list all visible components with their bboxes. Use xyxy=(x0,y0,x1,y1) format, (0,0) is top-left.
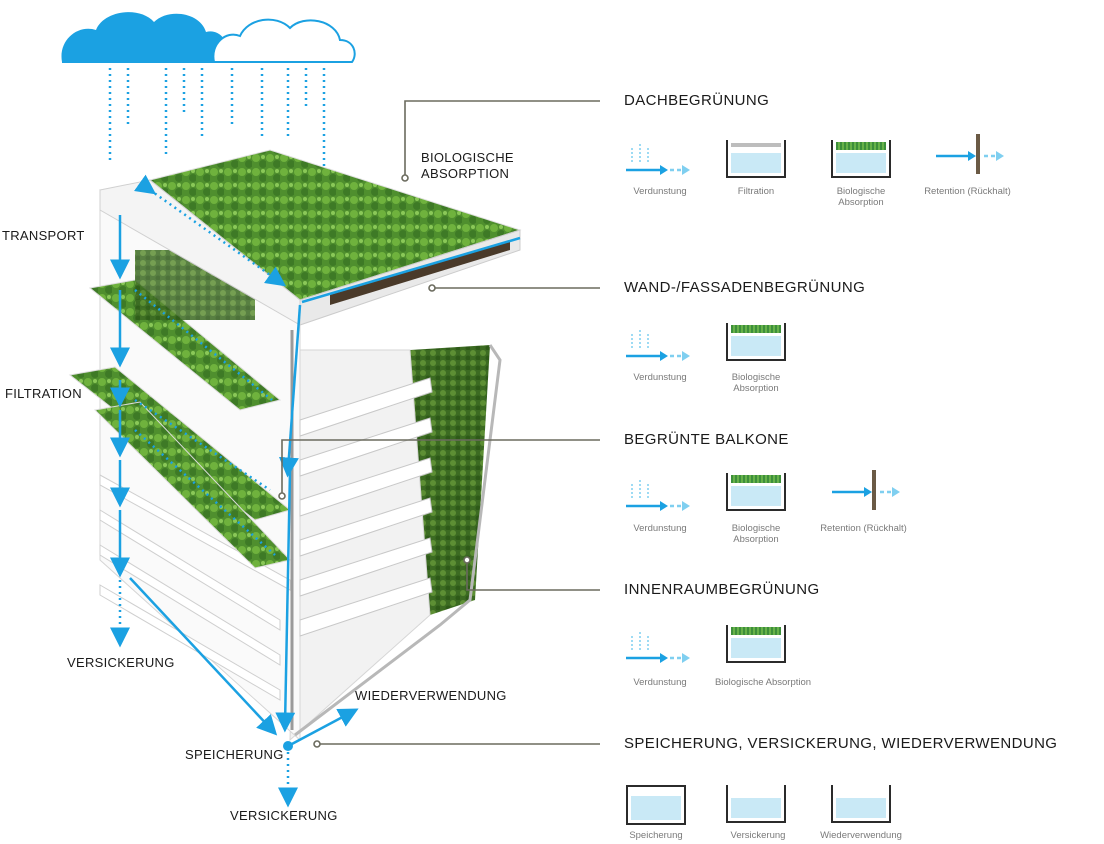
evaporation-icon xyxy=(624,628,694,668)
filtration-icon xyxy=(726,140,786,178)
rain-cloud-icon xyxy=(61,12,356,63)
label-speicherung: SPEICHERUNG xyxy=(185,747,284,762)
biological-absorption-icon xyxy=(726,323,786,361)
storage-icon xyxy=(626,785,686,825)
label-versickerung-left: VERSICKERUNG xyxy=(67,655,175,670)
building-illustration xyxy=(61,12,600,808)
caption: Verdunstung xyxy=(633,186,687,197)
rain-lines xyxy=(108,68,326,215)
caption: Speicherung xyxy=(629,830,683,841)
biological-absorption-icon xyxy=(726,625,786,663)
section-title-fassade: WAND-/FASSADENBEGRÜNUNG xyxy=(624,279,866,296)
label-biologische-absorption: BIOLOGISCHE ABSORPTION xyxy=(421,150,514,181)
building xyxy=(68,149,522,742)
retention-icon xyxy=(934,130,1008,176)
caption: Retention (Rückhalt) xyxy=(924,186,1011,197)
caption: Biologische Absorption xyxy=(714,677,812,688)
caption: Verdunstung xyxy=(633,523,687,534)
section-title-dachbegruenung: DACHBEGRÜNUNG xyxy=(624,92,770,109)
label-transport: TRANSPORT xyxy=(2,228,85,243)
section-title-innenraum: INNENRAUMBEGRÜNUNG xyxy=(624,581,820,598)
section-title-balkone: BEGRÜNTE BALKONE xyxy=(624,431,789,448)
caption: Verdunstung xyxy=(633,677,687,688)
evaporation-icon xyxy=(624,326,694,366)
caption: Filtration xyxy=(737,186,775,197)
label-filtration: FILTRATION xyxy=(5,386,82,401)
reuse-icon xyxy=(831,785,891,823)
label-wiederverwendung: WIEDERVERWENDUNG xyxy=(355,688,507,703)
evaporation-icon xyxy=(624,476,694,516)
caption: Verdunstung xyxy=(633,372,687,383)
storage-point xyxy=(283,741,293,751)
caption: Biologische Absorption xyxy=(731,372,781,394)
biological-absorption-icon xyxy=(831,140,891,178)
evaporation-icon xyxy=(624,140,694,180)
leader-lines xyxy=(278,100,600,748)
biological-absorption-icon xyxy=(726,473,786,511)
label-versickerung-bottom: VERSICKERUNG xyxy=(230,808,338,823)
water-flow-arrows xyxy=(110,174,521,808)
caption: Wiederverwendung xyxy=(820,830,902,841)
caption: Biologische Absorption xyxy=(836,186,886,208)
retention-icon xyxy=(830,466,904,512)
caption: Versickerung xyxy=(730,830,786,841)
infiltration-icon xyxy=(726,785,786,823)
caption: Biologische Absorption xyxy=(731,523,781,545)
section-title-speicherung: SPEICHERUNG, VERSICKERUNG, WIEDERVERWEND… xyxy=(624,735,1058,752)
caption: Retention (Rückhalt) xyxy=(820,523,907,534)
